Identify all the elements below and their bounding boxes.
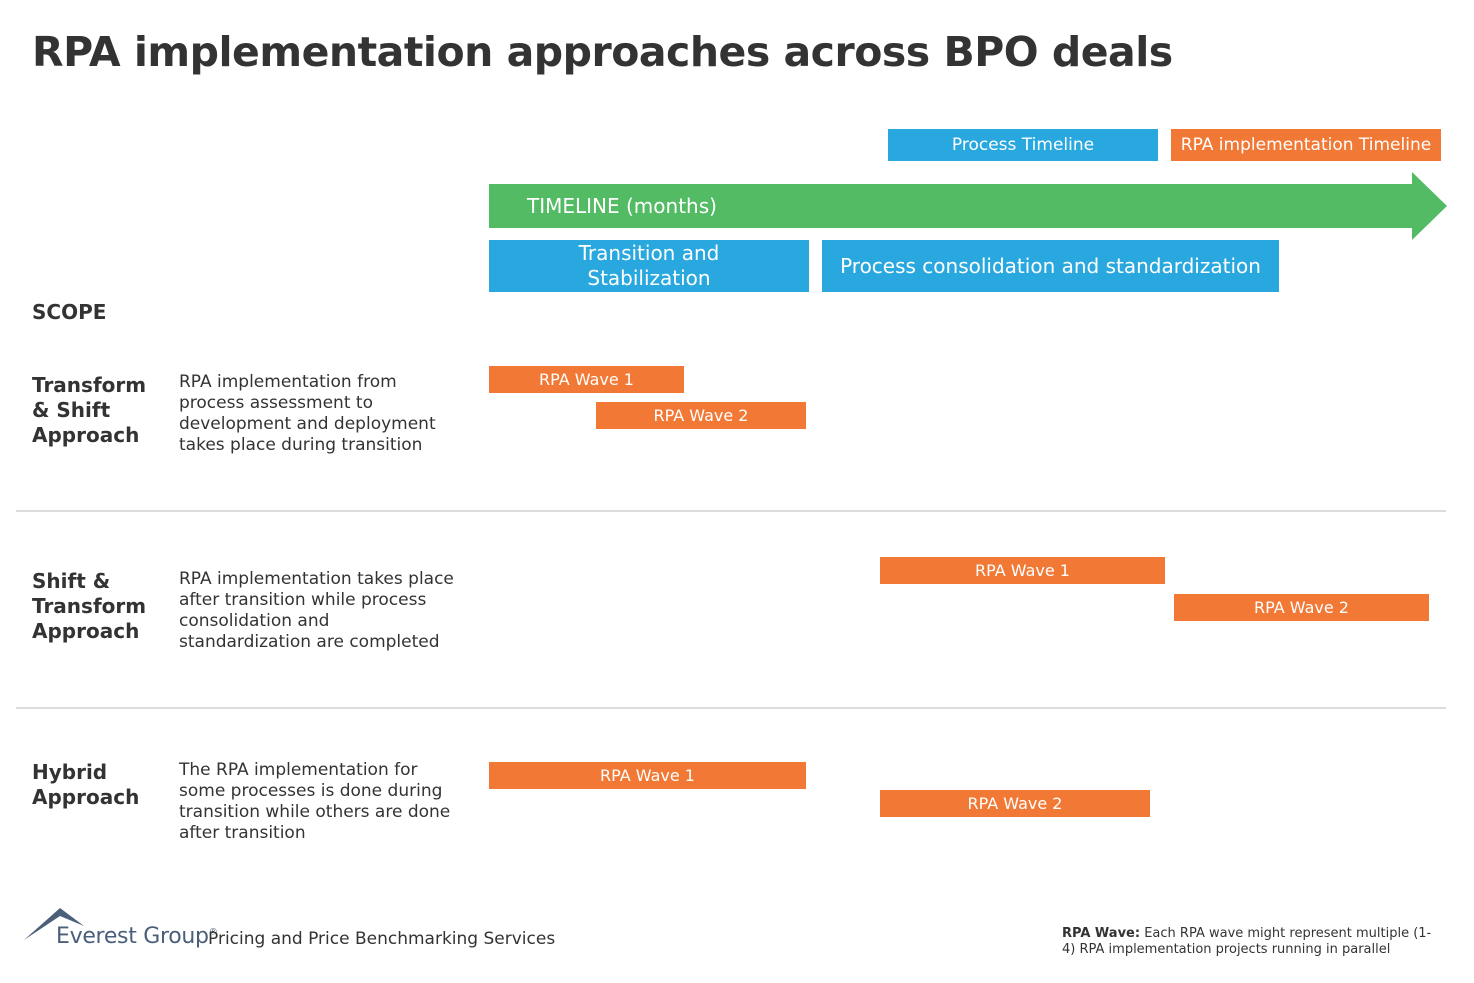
footnote-text: Each RPA wave might represent multiple (…	[1062, 926, 1432, 957]
page-title: RPA implementation approaches across BPO…	[32, 28, 1173, 76]
section-divider	[16, 707, 1446, 709]
wave-bar: RPA Wave 2	[1174, 594, 1429, 621]
brand-name: Everest Group®	[56, 924, 218, 949]
approach-desc-hybrid: The RPA implementation for some processe…	[179, 760, 451, 843]
registered-mark: ®	[208, 927, 218, 938]
timeline-arrow	[489, 172, 1447, 240]
wave-bar: RPA Wave 2	[596, 402, 806, 429]
legend-rpa-timeline: RPA implementation Timeline	[1171, 129, 1441, 161]
phase-transition: Transition and Stabilization	[489, 240, 809, 292]
section-divider	[16, 510, 1446, 512]
everest-group-logo-icon	[24, 908, 84, 940]
approach-desc-transform-shift: RPA implementation from process assessme…	[179, 372, 436, 455]
approach-name-shift-transform: Shift & Transform Approach	[32, 569, 147, 643]
phase-consolidation-label: Process consolidation and standardizatio…	[840, 253, 1261, 278]
footnote: RPA Wave: Each RPA wave might represent …	[1062, 926, 1442, 958]
wave-bar: RPA Wave 1	[880, 557, 1165, 584]
footnote-term: RPA Wave:	[1062, 926, 1141, 941]
approach-name-transform-shift: Transform & Shift Approach	[32, 373, 147, 447]
service-line: Pricing and Price Benchmarking Services	[208, 929, 556, 949]
wave-label: RPA Wave 1	[975, 561, 1070, 580]
wave-label: RPA Wave 2	[1254, 598, 1349, 617]
approach-desc-shift-transform: RPA implementation takes place after tra…	[179, 569, 454, 652]
brand-text: Everest Group	[56, 924, 209, 949]
timeline-label: TIMELINE (months)	[527, 194, 717, 218]
legend-process-timeline: Process Timeline	[888, 129, 1158, 161]
phase-consolidation: Process consolidation and standardizatio…	[822, 240, 1279, 292]
wave-label: RPA Wave 2	[653, 406, 749, 425]
timeline-arrow-shape	[489, 172, 1447, 240]
wave-label: RPA Wave 1	[600, 766, 695, 785]
wave-bar: RPA Wave 1	[489, 762, 806, 789]
wave-bar: RPA Wave 1	[489, 366, 684, 393]
phase-transition-label: Transition and Stabilization	[578, 241, 720, 290]
legend-process-label: Process Timeline	[951, 135, 1095, 155]
approach-name-hybrid: Hybrid Approach	[32, 760, 140, 809]
scope-label: SCOPE	[32, 300, 107, 324]
legend-rpa-label: RPA implementation Timeline	[1180, 135, 1432, 155]
wave-label: RPA Wave 1	[539, 370, 634, 389]
wave-label: RPA Wave 2	[967, 794, 1063, 813]
wave-bar: RPA Wave 2	[880, 790, 1150, 817]
